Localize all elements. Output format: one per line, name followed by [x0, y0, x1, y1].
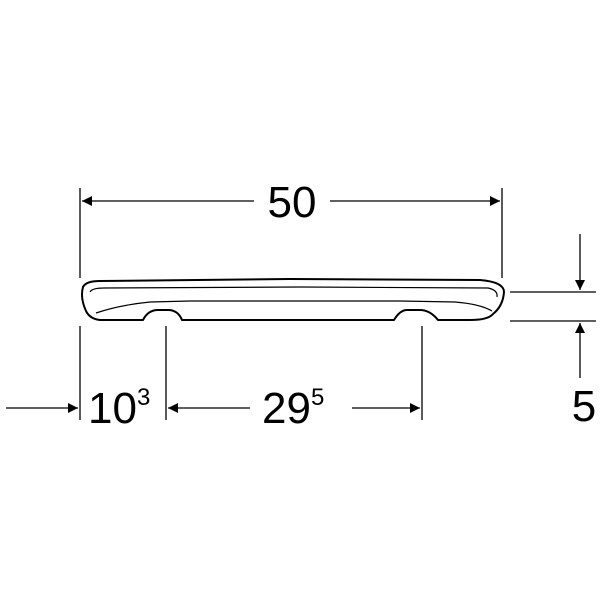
seat-inner-contour	[89, 286, 498, 298]
dim-5-label: 5	[572, 382, 596, 431]
seat-profile	[81, 278, 505, 321]
dim-10-main: 10	[88, 384, 137, 433]
dim-10-sup: 3	[137, 384, 150, 411]
seat-bottom-contour	[95, 300, 493, 314]
extension-lines	[79, 188, 596, 420]
dim-50-label: 50	[268, 178, 317, 227]
dim-29-sup: 5	[311, 384, 324, 411]
dim-10-label: 103	[88, 384, 150, 433]
dim-29-label: 295	[262, 384, 324, 433]
dim-29-main: 29	[262, 384, 311, 433]
seat-outline	[81, 278, 505, 321]
